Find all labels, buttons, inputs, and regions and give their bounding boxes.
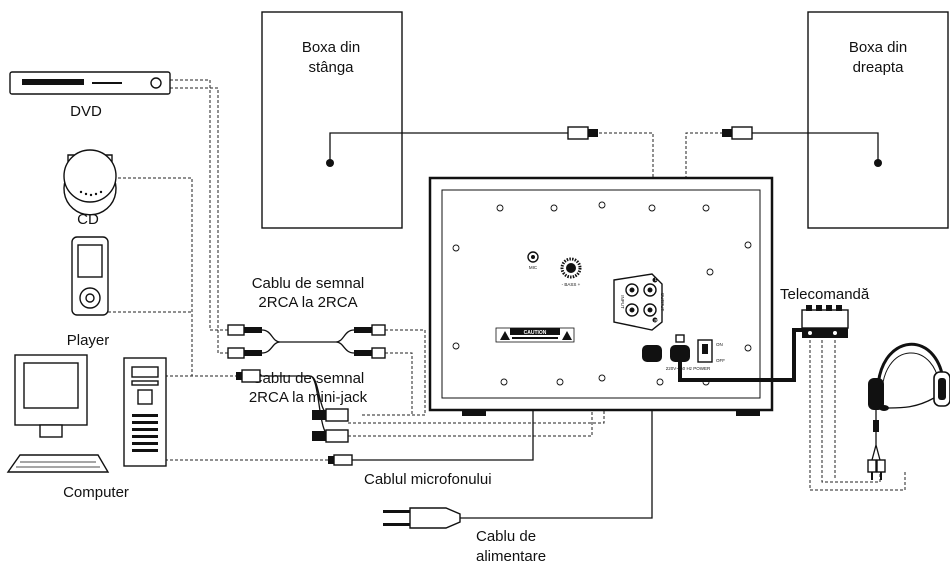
rca-cable-label-line1: Cablu de semnal (252, 275, 365, 292)
headset (867, 342, 950, 480)
left-speaker (261, 11, 598, 229)
caution-label: CAUTION (524, 330, 547, 336)
dvd-label: DVD (70, 103, 102, 120)
right-speaker (722, 11, 949, 229)
computer (6, 354, 167, 473)
right-speaker-label-line1: Boxa din (849, 39, 907, 56)
input-label: INPUT (620, 295, 625, 309)
jack-right-label: R (654, 318, 658, 323)
left-speaker-label-line1: Boxa din (302, 39, 360, 56)
jack-left-label: L (655, 277, 658, 282)
player-label: Player (67, 332, 110, 349)
left-speaker-label-line2: stânga (308, 59, 354, 76)
output-label: OUTPUT (660, 293, 665, 312)
switch-off-label: OFF (716, 358, 725, 363)
rca-to-rca-cable (227, 324, 386, 359)
minijack-to-rca-cable (236, 369, 349, 443)
remote-label: Telecomandă (780, 286, 870, 303)
power-cable (383, 362, 653, 529)
cd-player (63, 149, 117, 216)
subwoofer: MIC - BASS + CAUTION INPUT OUTPUT L R 22… (428, 176, 774, 416)
mic-jack-label: MIC (529, 265, 538, 270)
switch-on-label: ON (716, 342, 723, 347)
cd-label: CD (77, 211, 99, 228)
power-cable-label-line1: Cablu de (476, 528, 536, 545)
computer-label: Computer (63, 484, 129, 501)
minijack-cable-label-line1: Cablu de semnal (252, 370, 365, 387)
bass-knob-label: - BASS + (562, 282, 581, 287)
mic-cable-label: Cablul microfonului (364, 471, 492, 488)
right-speaker-label-line2: dreapta (853, 59, 905, 76)
rca-cable-label-line2: 2RCA la 2RCA (258, 294, 357, 311)
minijack-cable-label-line2: 2RCA la mini-jack (249, 389, 368, 406)
remote-control (678, 305, 849, 382)
dvd-player (9, 71, 171, 95)
power-input-label: 220V~/50 Hz POWER (666, 366, 711, 371)
power-cable-label-line2: alimentare (476, 548, 546, 565)
mp3-player (71, 236, 109, 316)
